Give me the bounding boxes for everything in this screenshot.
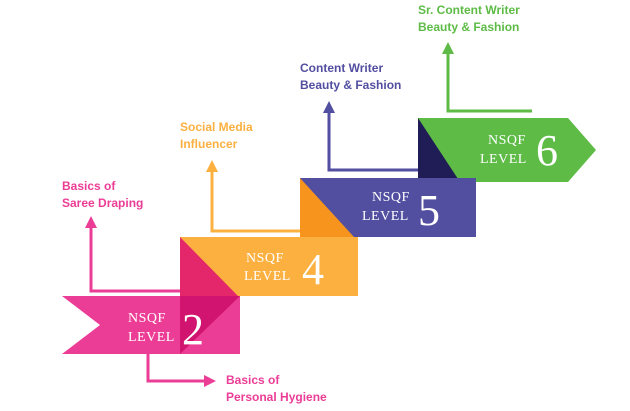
level-2-number: 2 xyxy=(182,305,204,354)
arrow-to-content-writer xyxy=(327,111,418,172)
level-6-corner-shade xyxy=(418,118,460,182)
arrow-head-sr-content-writer xyxy=(442,42,454,54)
caption-content-writer: Content Writer Beauty & Fashion xyxy=(300,60,401,94)
arrow-head-saree-draping xyxy=(85,216,97,228)
level-6-line2: LEVEL xyxy=(480,152,527,167)
caption-sr-content-writer-line2: Beauty & Fashion xyxy=(418,20,520,34)
connector-arrows xyxy=(85,42,532,387)
level-5-line2: LEVEL xyxy=(362,209,409,224)
level-6-step: NSQF LEVEL 6 xyxy=(418,118,596,182)
caption-social-media-line1: Social Media xyxy=(180,120,253,134)
caption-saree-draping: Basics of Saree Draping xyxy=(62,178,143,212)
level-5-number: 5 xyxy=(418,186,440,235)
arrow-to-sr-content-writer xyxy=(446,52,532,113)
caption-sr-content-writer: Sr. Content Writer Beauty & Fashion xyxy=(418,2,520,36)
level-5-step: NSQF LEVEL 5 xyxy=(300,178,476,237)
caption-social-media: Social Media Influencer xyxy=(180,119,253,153)
arrow-head-content-writer xyxy=(323,101,335,113)
arrow-to-saree-draping xyxy=(89,226,180,293)
arrow-head-personal-hygiene xyxy=(204,375,216,387)
arrow-head-social-media xyxy=(206,160,218,172)
level-2-corner-shade xyxy=(180,296,240,354)
level-5-corner-shade xyxy=(300,178,354,237)
caption-sr-content-writer-line1: Sr. Content Writer xyxy=(418,3,520,17)
caption-saree-draping-line1: Basics of xyxy=(62,179,116,193)
level-2-step: NSQF LEVEL 2 xyxy=(62,296,240,354)
caption-social-media-line2: Influencer xyxy=(180,137,238,151)
level-5-banner xyxy=(300,178,476,237)
level-4-step: NSQF LEVEL 4 xyxy=(180,237,358,296)
level-4-line1: NSQF xyxy=(246,251,284,266)
level-6-number: 6 xyxy=(536,126,558,175)
caption-personal-hygiene: Basics of Personal Hygiene xyxy=(226,372,327,406)
level-5-line1: NSQF xyxy=(372,190,410,205)
level-6-line1: NSQF xyxy=(488,133,526,148)
caption-personal-hygiene-line1: Basics of xyxy=(226,373,280,387)
level-6-banner xyxy=(418,118,596,182)
level-2-line1: NSQF xyxy=(128,311,166,326)
level-4-corner-shade xyxy=(180,237,238,296)
level-4-line2: LEVEL xyxy=(244,269,291,284)
caption-content-writer-line2: Beauty & Fashion xyxy=(300,78,402,92)
level-4-banner xyxy=(180,237,358,296)
arrow-to-personal-hygiene xyxy=(146,354,206,383)
arrow-to-social-media xyxy=(210,170,300,233)
caption-saree-draping-line2: Saree Draping xyxy=(62,196,144,210)
caption-content-writer-line1: Content Writer xyxy=(300,61,384,75)
level-2-line2: LEVEL xyxy=(128,330,175,345)
caption-personal-hygiene-line2: Personal Hygiene xyxy=(226,390,327,404)
level-4-number: 4 xyxy=(302,245,324,294)
